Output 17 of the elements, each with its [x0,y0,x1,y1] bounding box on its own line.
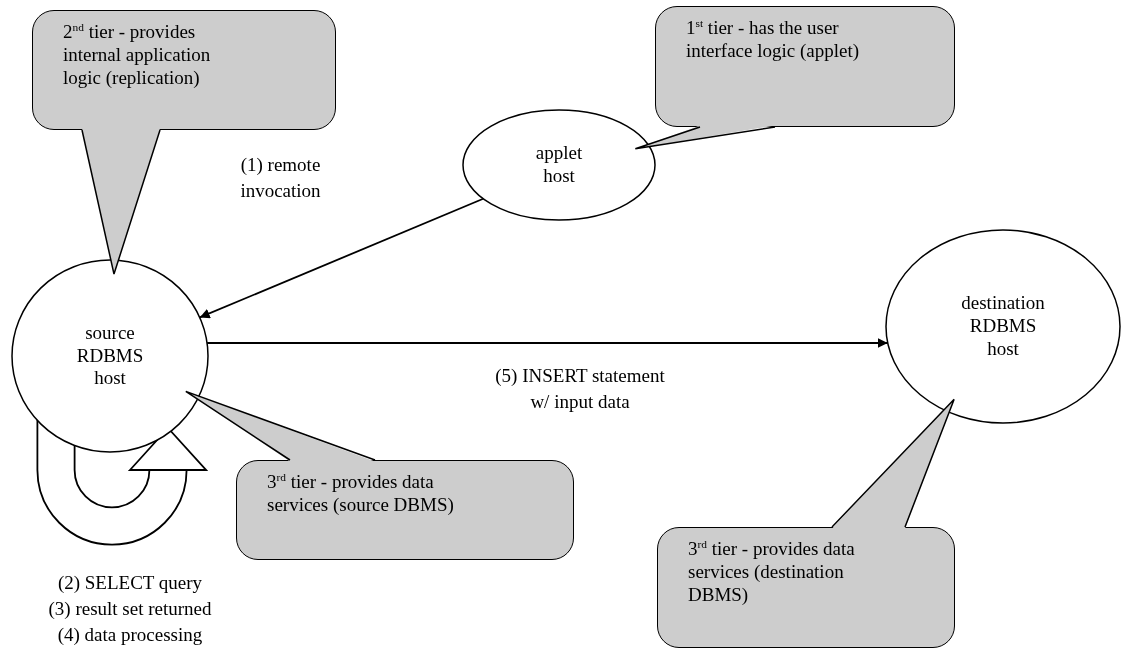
host-ellipse [12,260,208,452]
callout-pointer [81,128,161,275]
host-label: source RDBMS host [75,321,145,391]
callout-text: 3$^{rd}$ tier - provides data services (destination DBMS) [688,538,856,607]
arrow [206,338,889,348]
callout-pointer [185,390,376,462]
callout-text: 1$^{st}$ tier - has the user interface logic (applet) [686,17,860,63]
callout-pointer [634,125,776,150]
host-label: applet host [534,142,584,188]
host-ellipse [886,230,1120,423]
host-label: destination RDBMS host [960,292,1046,361]
host-ellipse [463,110,655,220]
callout-pointer [831,398,955,529]
loop-arrow [36,420,207,546]
callout-text: 2$^{nd}$ tier - provides internal application logic (replication) [63,21,212,90]
arrow [198,197,485,319]
callout-text: 3$^{rd}$ tier - provides data services (source DBMS) [267,471,455,517]
